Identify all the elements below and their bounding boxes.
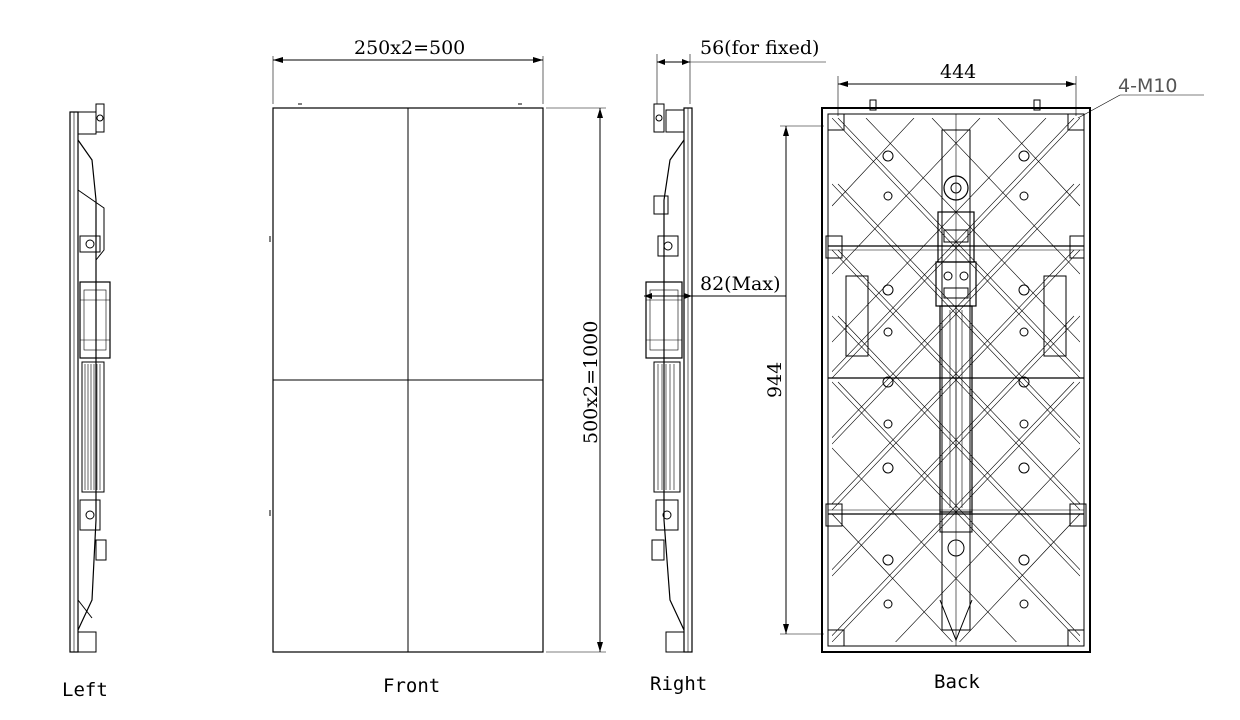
back-height-dimension <box>780 125 824 635</box>
back-frame <box>821 107 1091 653</box>
bolt-leader <box>1077 94 1204 119</box>
front-width-label: 250x2=500 <box>354 37 465 59</box>
front-height-dimension <box>546 107 606 653</box>
back-center-spine <box>935 129 977 642</box>
front-width-dimension <box>272 56 544 104</box>
fixed-depth-label: 56(for fixed) <box>700 37 819 59</box>
fixed-depth-dimension <box>656 54 826 104</box>
left-side-view <box>69 103 111 653</box>
max-depth-label: 82(Max) <box>700 273 781 295</box>
back-mount-points <box>882 150 1030 609</box>
front-view-caption: Front <box>383 675 440 697</box>
right-view-caption: Right <box>650 673 707 695</box>
front-view <box>269 103 544 653</box>
back-width-label: 444 <box>940 61 976 83</box>
back-height-label: 944 <box>764 362 786 398</box>
back-view <box>821 99 1091 653</box>
right-side-view <box>645 103 693 653</box>
max-depth-dimension <box>644 293 786 299</box>
right-hatch <box>657 364 675 490</box>
back-width-dimension <box>837 76 1077 116</box>
bolt-note-label: 4-M10 <box>1118 75 1178 97</box>
back-view-caption: Back <box>934 671 980 693</box>
left-hatch <box>84 364 101 490</box>
front-height-label: 500x2=1000 <box>580 321 602 444</box>
left-view-caption: Left <box>62 679 108 701</box>
